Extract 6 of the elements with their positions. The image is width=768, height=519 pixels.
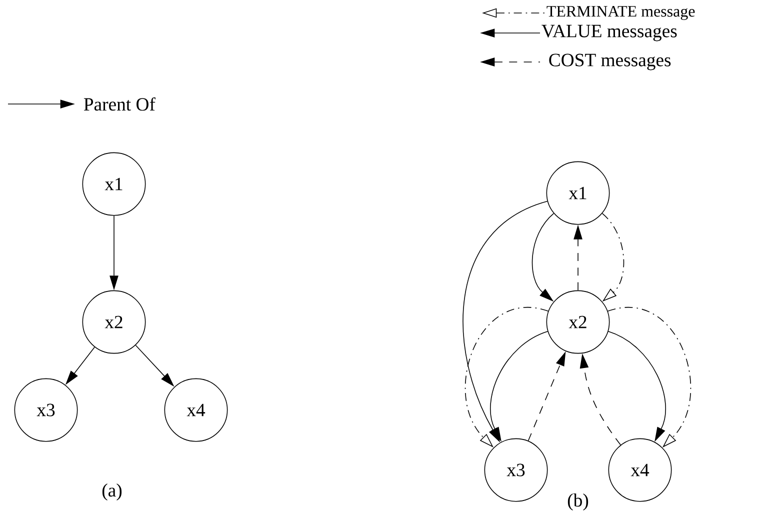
- legend-text: TERMINATE message: [546, 6, 695, 20]
- legend-text: VALUE messages: [542, 24, 677, 42]
- panel-label: (a): [102, 484, 122, 500]
- panel-label: (b): [568, 494, 588, 510]
- legend-text: COST messages: [549, 54, 671, 70]
- legend-text: Parent Of: [84, 97, 156, 111]
